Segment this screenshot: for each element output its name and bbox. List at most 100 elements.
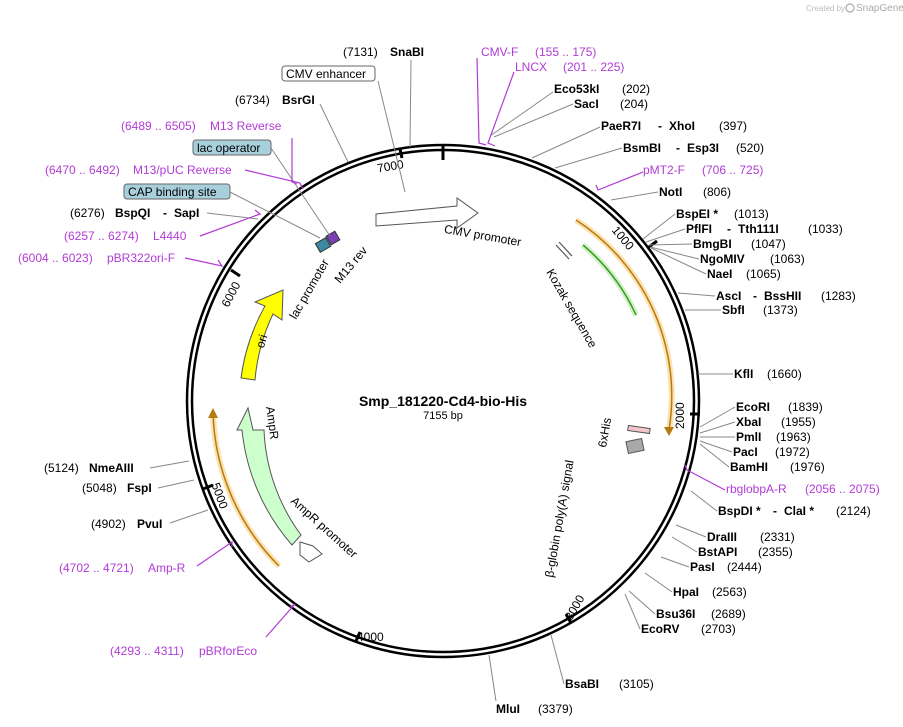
primer-lncx[interactable]: LNCX bbox=[515, 60, 547, 74]
ampr-label: AmpR bbox=[263, 405, 282, 440]
enzyme-tth111i[interactable]: Tth111I bbox=[738, 222, 779, 236]
enzyme-esp3i-pos: (520) bbox=[736, 141, 764, 155]
cmv-enhancer-leader bbox=[377, 80, 406, 193]
lac-promoter-label: lac promoter bbox=[286, 257, 331, 322]
enzyme-sbfi[interactable]: SbfI bbox=[722, 303, 745, 317]
primer-cmv-f[interactable]: CMV-F bbox=[481, 45, 518, 59]
enzyme-clai[interactable]: ClaI * bbox=[784, 504, 814, 518]
enzyme-eco53ki[interactable]: Eco53kI bbox=[554, 82, 599, 96]
primer-amp-r[interactable]: Amp-R bbox=[148, 561, 186, 575]
enzyme-nmeaiii-pos: (5124) bbox=[44, 461, 79, 475]
primer-m13puc-reverse[interactable]: M13/pUC Reverse bbox=[133, 163, 232, 177]
enzyme-noti[interactable]: NotI bbox=[659, 185, 682, 199]
primer-lncx-pos: (201 .. 225) bbox=[563, 60, 624, 74]
green-cds-highlight bbox=[581, 242, 639, 317]
cmv-promoter-arrow[interactable] bbox=[375, 197, 479, 229]
ampr-arrow[interactable] bbox=[236, 406, 302, 546]
enzyme-bstapi-pos: (2355) bbox=[758, 545, 793, 559]
primer-rbglobpa-r[interactable]: rbglobpA-R bbox=[726, 482, 787, 496]
green-cds-arc[interactable] bbox=[582, 244, 637, 316]
his-tag-label: 6xHis bbox=[595, 417, 614, 449]
enzyme-eco53ki-pos: (202) bbox=[622, 82, 650, 96]
plasmid-name: Smp_181220-Cd4-bio-His bbox=[359, 393, 527, 409]
enzyme-sapi[interactable]: SapI bbox=[174, 206, 199, 220]
ampr-promoter-arrow[interactable] bbox=[299, 541, 323, 563]
enzyme-nmeaiii[interactable]: NmeAIII bbox=[89, 461, 134, 475]
enzyme-xhoi[interactable]: XhoI bbox=[669, 119, 695, 133]
enzyme-pmli-pos: (1963) bbox=[776, 430, 811, 444]
enzyme-pmli[interactable]: PmlI bbox=[736, 430, 761, 444]
enzyme-bamhi[interactable]: BamHI bbox=[730, 460, 768, 474]
primer-l4440-pos: (6257 .. 6274) bbox=[64, 229, 139, 243]
ampr-orf-arc[interactable] bbox=[212, 412, 280, 567]
enzyme-bsmbi[interactable]: BsmBI bbox=[623, 141, 661, 155]
polya-feature[interactable] bbox=[625, 437, 645, 455]
enzyme-bspdi[interactable]: BspDI * bbox=[718, 504, 761, 518]
enzyme-paer7i[interactable]: PaeR7I bbox=[601, 119, 641, 133]
enzyme-xbai[interactable]: XbaI bbox=[736, 415, 761, 429]
enzyme-ecorv[interactable]: EcoRV bbox=[641, 622, 679, 636]
cap-binding-site-box[interactable] bbox=[123, 183, 231, 200]
orf-arc[interactable] bbox=[575, 219, 673, 431]
enzyme-saci[interactable]: SacI bbox=[574, 97, 599, 111]
enzyme-pasi[interactable]: PasI bbox=[690, 560, 715, 574]
enzyme-ecorv-pos: (2703) bbox=[701, 622, 736, 636]
primer-cmv-f-pos: (155 .. 175) bbox=[535, 45, 596, 59]
enzyme-fspi[interactable]: FspI bbox=[127, 481, 152, 495]
primer-pmt2-f[interactable]: pMT2-F bbox=[643, 163, 685, 177]
kozak-mark bbox=[558, 241, 573, 257]
tick-label-4000: 4000 bbox=[357, 630, 384, 644]
polya-label: β-globin poly(A) signal bbox=[542, 459, 576, 579]
snapgene-logo-icon bbox=[845, 3, 855, 13]
enzyme-hpai-pos: (2563) bbox=[712, 585, 747, 599]
orf-arrowhead bbox=[664, 427, 674, 436]
enzyme-pflfi[interactable]: PflFI bbox=[686, 222, 712, 236]
enzyme-pvui-pos: (4902) bbox=[91, 517, 126, 531]
plasmid-size: 7155 bp bbox=[423, 410, 463, 422]
enzyme-naei[interactable]: NaeI bbox=[707, 267, 732, 281]
enzyme-snabi-pos: (7131) bbox=[343, 45, 378, 59]
svg-text:-: - bbox=[163, 206, 167, 220]
enzyme-ngomiv[interactable]: NgoMIV bbox=[700, 252, 745, 266]
watermark-created-by: Created by bbox=[806, 4, 845, 13]
enzyme-bsrgi[interactable]: BsrGI bbox=[282, 93, 315, 107]
svg-text:-: - bbox=[727, 222, 731, 236]
enzyme-bsu36i[interactable]: Bsu36I bbox=[656, 607, 695, 621]
enzyme-ecori[interactable]: EcoRI bbox=[736, 400, 770, 414]
cmv-enhancer-box[interactable] bbox=[281, 65, 376, 82]
enzyme-bsshii[interactable]: BssHII bbox=[764, 289, 801, 303]
primer-l4440[interactable]: L4440 bbox=[153, 229, 187, 243]
primer-pbr322ori-f[interactable]: pBR322ori-F bbox=[107, 251, 175, 265]
enzyme-bspqi[interactable]: BspQI bbox=[115, 206, 150, 220]
svg-text:-: - bbox=[658, 119, 662, 133]
enzyme-draiii[interactable]: DraIII bbox=[707, 530, 737, 544]
tick-label-2000: 2000 bbox=[673, 402, 687, 429]
enzyme-draiii-pos: (2331) bbox=[760, 530, 795, 544]
enzyme-pvui[interactable]: PvuI bbox=[137, 517, 162, 531]
ori-label: ori bbox=[253, 333, 270, 350]
enzyme-kfli[interactable]: KflI bbox=[734, 367, 753, 381]
enzyme-bsshii-pos: (1283) bbox=[821, 289, 856, 303]
enzyme-esp3i[interactable]: Esp3I bbox=[687, 141, 719, 155]
primer-m13-reverse[interactable]: M13 Reverse bbox=[210, 119, 282, 133]
enzyme-mlui[interactable]: MluI bbox=[496, 702, 520, 716]
enzyme-paci[interactable]: PacI bbox=[733, 445, 758, 459]
enzyme-asci[interactable]: AscI bbox=[716, 289, 741, 303]
enzyme-bspei[interactable]: BspEI * bbox=[676, 207, 718, 221]
enzyme-bsu36i-pos: (2689) bbox=[711, 607, 746, 621]
lac-operator-box[interactable] bbox=[192, 139, 272, 156]
ori-arrow[interactable] bbox=[240, 289, 284, 381]
enzyme-hpai[interactable]: HpaI bbox=[673, 585, 699, 599]
enzyme-bstapi[interactable]: BstAPI bbox=[698, 545, 737, 559]
primer-pbrforeco[interactable]: pBRforEco bbox=[199, 644, 257, 658]
lac-promoter-feature[interactable] bbox=[314, 236, 332, 254]
enzyme-bspei-pos: (1013) bbox=[734, 207, 769, 221]
enzyme-bmgbi[interactable]: BmgBI bbox=[693, 237, 732, 251]
enzyme-snabi[interactable]: SnaBI bbox=[390, 45, 424, 59]
enzyme-fspi-pos: (5048) bbox=[82, 481, 117, 495]
enzyme-bsabi[interactable]: BsaBI bbox=[565, 677, 599, 691]
enzyme-paci-pos: (1972) bbox=[775, 445, 810, 459]
his-tag-feature[interactable] bbox=[627, 424, 651, 435]
enzyme-pasi-pos: (2444) bbox=[727, 560, 762, 574]
enzyme-xhoi-pos: (397) bbox=[719, 119, 747, 133]
